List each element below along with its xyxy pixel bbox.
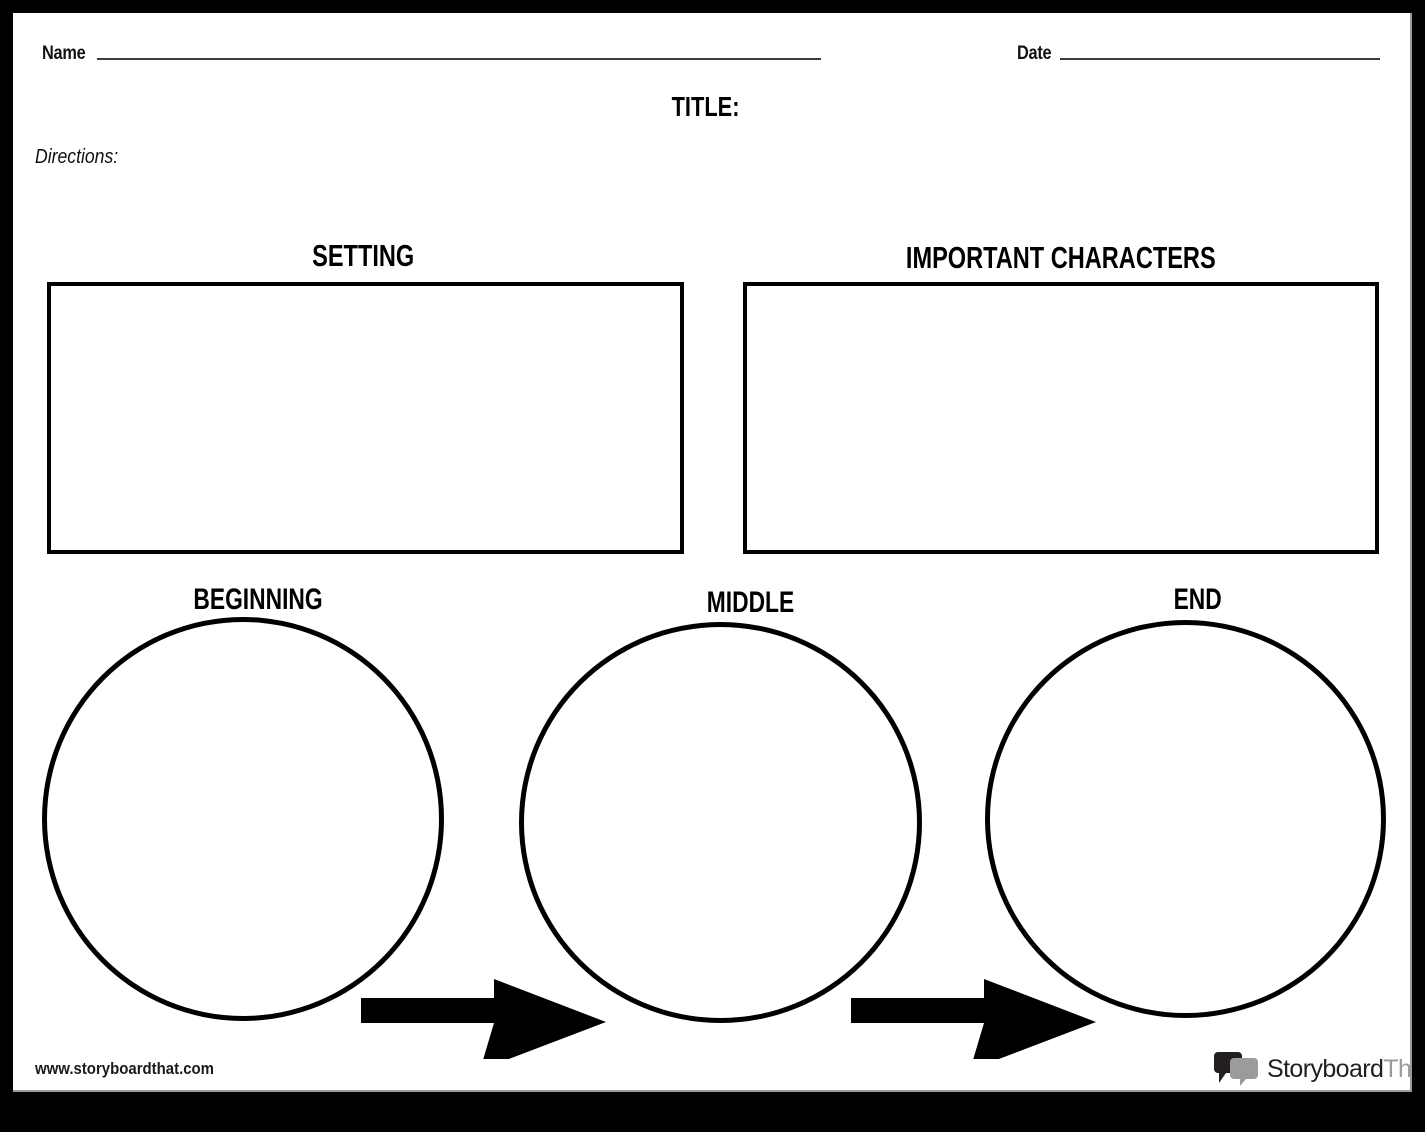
important-characters-answer-box[interactable] — [743, 282, 1379, 554]
date-field-label: Date — [1017, 43, 1052, 64]
end-answer-circle[interactable] — [985, 620, 1386, 1018]
title-label: TITLE: — [672, 91, 740, 122]
beginning-heading-text: BEGINNING — [193, 583, 323, 616]
date-input-rule[interactable] — [1060, 58, 1380, 60]
logo-word-storyboard: Storyboard — [1267, 1054, 1384, 1083]
arrow-right-icon-beginning-to-middle — [361, 975, 606, 1059]
beginning-answer-circle[interactable] — [42, 617, 444, 1021]
middle-heading-text: MIDDLE — [706, 586, 794, 619]
logo-word-that: That — [1383, 1054, 1412, 1083]
middle-answer-circle[interactable] — [519, 622, 922, 1023]
setting-answer-box[interactable] — [47, 282, 684, 554]
middle-heading: MIDDLE — [625, 586, 875, 620]
setting-heading-text: SETTING — [312, 238, 415, 273]
name-field-label: Name — [42, 43, 86, 64]
important-characters-heading-text: IMPORTANT CHARACTERS — [905, 240, 1216, 275]
storyboardthat-logo[interactable]: StoryboardThat — [1213, 1052, 1412, 1086]
speech-bubbles-icon — [1213, 1052, 1259, 1086]
important-characters-heading: IMPORTANT CHARACTERS — [744, 240, 1377, 276]
directions-label: Directions: — [35, 146, 119, 168]
arrow-right-icon-middle-to-end — [851, 975, 1096, 1059]
beginning-heading: BEGINNING — [133, 583, 383, 617]
setting-heading: SETTING — [47, 238, 680, 274]
end-heading: END — [1073, 583, 1323, 617]
storyboardthat-wordmark: StoryboardThat — [1267, 1054, 1412, 1084]
name-input-rule[interactable] — [97, 58, 821, 60]
worksheet-page: Name Date TITLE: Directions: SETTING IMP… — [13, 13, 1412, 1092]
footer-website-url[interactable]: www.storyboardthat.com — [35, 1059, 214, 1078]
title-row: TITLE: — [13, 91, 1410, 123]
end-heading-text: END — [1173, 583, 1223, 616]
